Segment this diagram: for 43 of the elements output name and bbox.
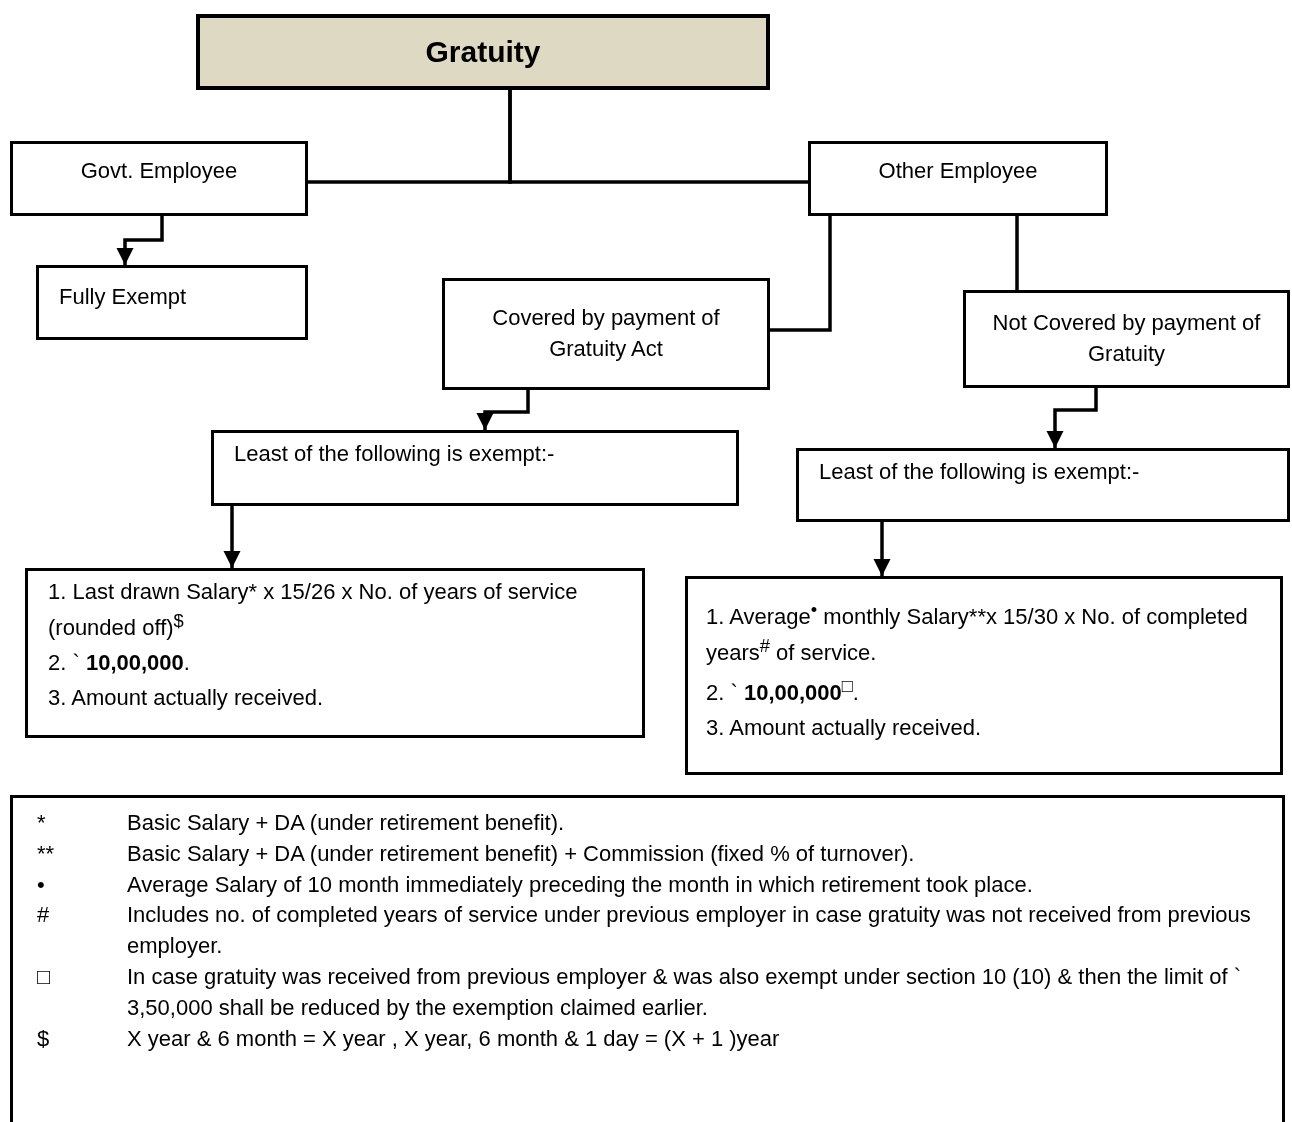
arrow [476, 390, 530, 430]
footnote-mark: * [37, 809, 47, 837]
arrow [223, 506, 241, 568]
list-item: 1. Last drawn Salary* x 15/26 x No. of years of service (rounded off)$^{$}$ [48, 578, 579, 643]
box-label: Other Employee [877, 157, 1039, 185]
condition-box [442, 278, 770, 390]
box-label: Not Covered by payment of Gratuity [991, 309, 1262, 368]
title-box [196, 14, 770, 90]
list-item: 3. Amount actually received. [706, 714, 983, 743]
footnote-mark: ** [37, 839, 56, 868]
list-item: 2. ` 10,00,000. [48, 648, 191, 677]
footnote-box [10, 795, 1285, 1122]
category-box [808, 141, 1108, 216]
footnote-mark: □ [37, 963, 52, 991]
footnote-text: Includes no. of completed years of service under previous employer in case gratuity was not received from previous employer. [127, 901, 1252, 961]
box-label: Gratuity [424, 34, 542, 70]
result-box [36, 265, 308, 340]
connector-line [770, 216, 832, 332]
footnote-text: Basic Salary + DA (under retirement benefit) + Commission (fixed % of turnover). [127, 839, 915, 868]
footnote-text: Average Salary of 10 month immediately preceding the month in which retirement took place. [127, 870, 1033, 899]
footnote-mark: • [37, 870, 46, 899]
footnote-text: In case gratuity was received from previous employer & was also exempt under section 10 (10) & then the limit of ` 3,50,000 shall be reduced by the exemption claimed earlier. [127, 963, 1242, 1022]
box-label: Least of the following is exempt:- [819, 458, 1141, 486]
list-item: 3. Amount actually received. [48, 683, 325, 712]
box-label: Govt. Employee [79, 157, 239, 185]
arrow [873, 522, 891, 576]
box-label: Fully Exempt [59, 283, 188, 311]
box-label: Least of the following is exempt:- [234, 440, 556, 468]
list-box [685, 576, 1283, 775]
box-label: Covered by payment of Gratuity Act [491, 304, 721, 363]
connector-line [1015, 216, 1019, 290]
footnote-text: X year & 6 month = X year , X year, 6 month & 1 day = (X + 1 )year [127, 1024, 780, 1053]
connector-line [508, 90, 808, 184]
arrow [116, 216, 164, 265]
list-item: 2. ` 10,00,000$^{□}$. [706, 674, 860, 708]
arrow [1046, 388, 1098, 448]
footnote-mark: # [37, 901, 51, 930]
list-item: 1. Average$^{•}$ monthly Salary**x 15/30 x No. of completed years$^{#}$ of service. [706, 598, 1249, 668]
category-box [10, 141, 308, 216]
footnote-mark: $ [37, 1024, 51, 1053]
footnote-text: Basic Salary + DA (under retirement benefit). [127, 809, 565, 837]
condition-box [963, 290, 1290, 388]
list-box [25, 568, 645, 738]
